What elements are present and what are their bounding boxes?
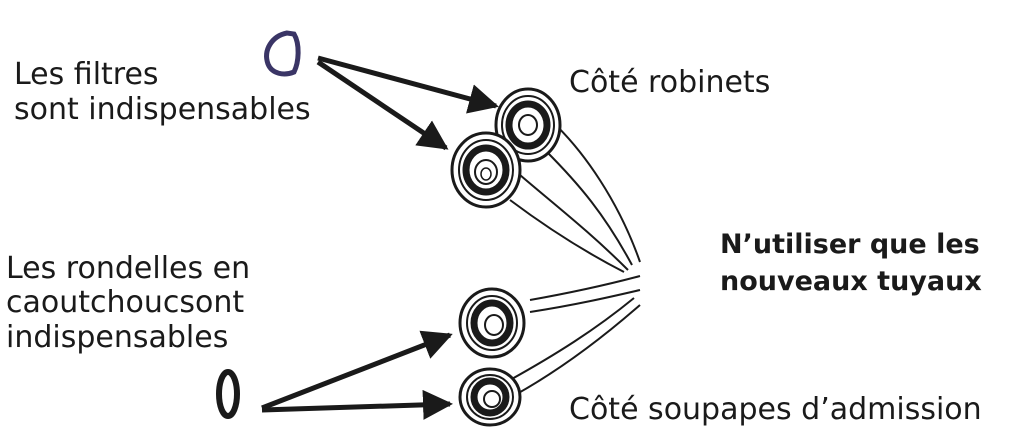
note-label-line1: N’utiliser que les [720,229,980,260]
filter-arrow-bottom [316,59,449,151]
filters-label-line1: Les filtres [14,57,159,92]
washer-ring-icon [216,369,240,419]
filters-label-line2: sont indispensables [14,92,311,127]
washers-label-line2: caoutchoucsont [6,285,245,320]
hose-coupling-valves-lower [458,367,522,427]
note-label-line2: nouveaux tuyaux [720,266,982,297]
taps-side-label: Côté robinets [569,65,771,100]
hose-coupling-taps-upper [494,87,562,163]
valves-side-label: Côté soupapes d’admission [569,392,982,427]
hose-coupling-valves-upper [458,287,526,359]
washer-arrow-top [261,330,453,411]
washers-label-line3: indispensables [6,320,229,355]
washer-arrow-bottom [261,389,453,420]
washers-label-line1: Les rondelles en [6,251,251,286]
filter-arrow-top [317,55,499,114]
hose-coupling-taps-lower [450,131,522,209]
filter-ring-icon [264,30,301,77]
